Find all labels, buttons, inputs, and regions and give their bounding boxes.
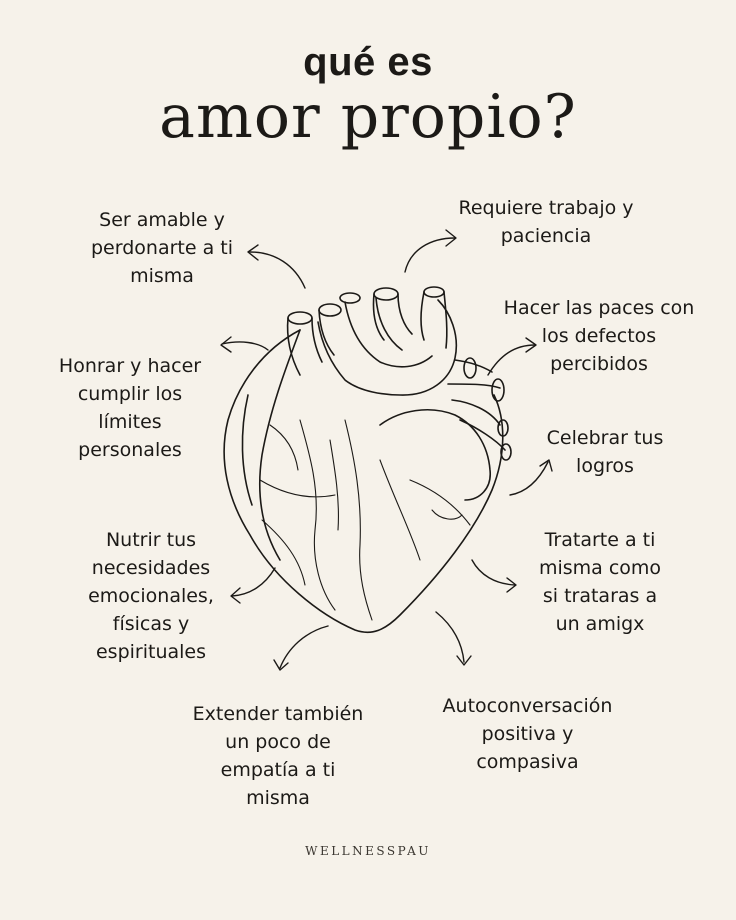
note-hacer-paces: Hacer las paces con los defectos percibi…	[503, 297, 695, 375]
note-celebrar-logros: Celebrar tus logros	[546, 427, 664, 477]
note-honrar-limites: Honrar y hacer cumplir los límites perso…	[58, 355, 202, 461]
note-autoconversacion: Autoconversación positiva y compasiva	[442, 695, 613, 773]
title-line-1: qué es	[303, 40, 433, 84]
note-nutrir-necesidades: Nutrir tus necesidades emocionales, físi…	[88, 529, 214, 663]
anatomical-heart-illustration	[223, 286, 512, 634]
connector-arrows	[220, 229, 553, 671]
title-line-2: amor propio?	[159, 82, 577, 152]
note-ser-amable: Ser amable y perdonarte a ti misma	[91, 209, 233, 287]
note-requiere-trabajo: Requiere trabajo y paciencia	[458, 197, 634, 247]
brand-footer: WELLNESSPAU	[305, 844, 431, 858]
note-extender-empatia: Extender también un poco de empatía a ti…	[192, 703, 364, 809]
note-tratarte: Tratarte a ti misma como si trataras a u…	[538, 529, 662, 635]
